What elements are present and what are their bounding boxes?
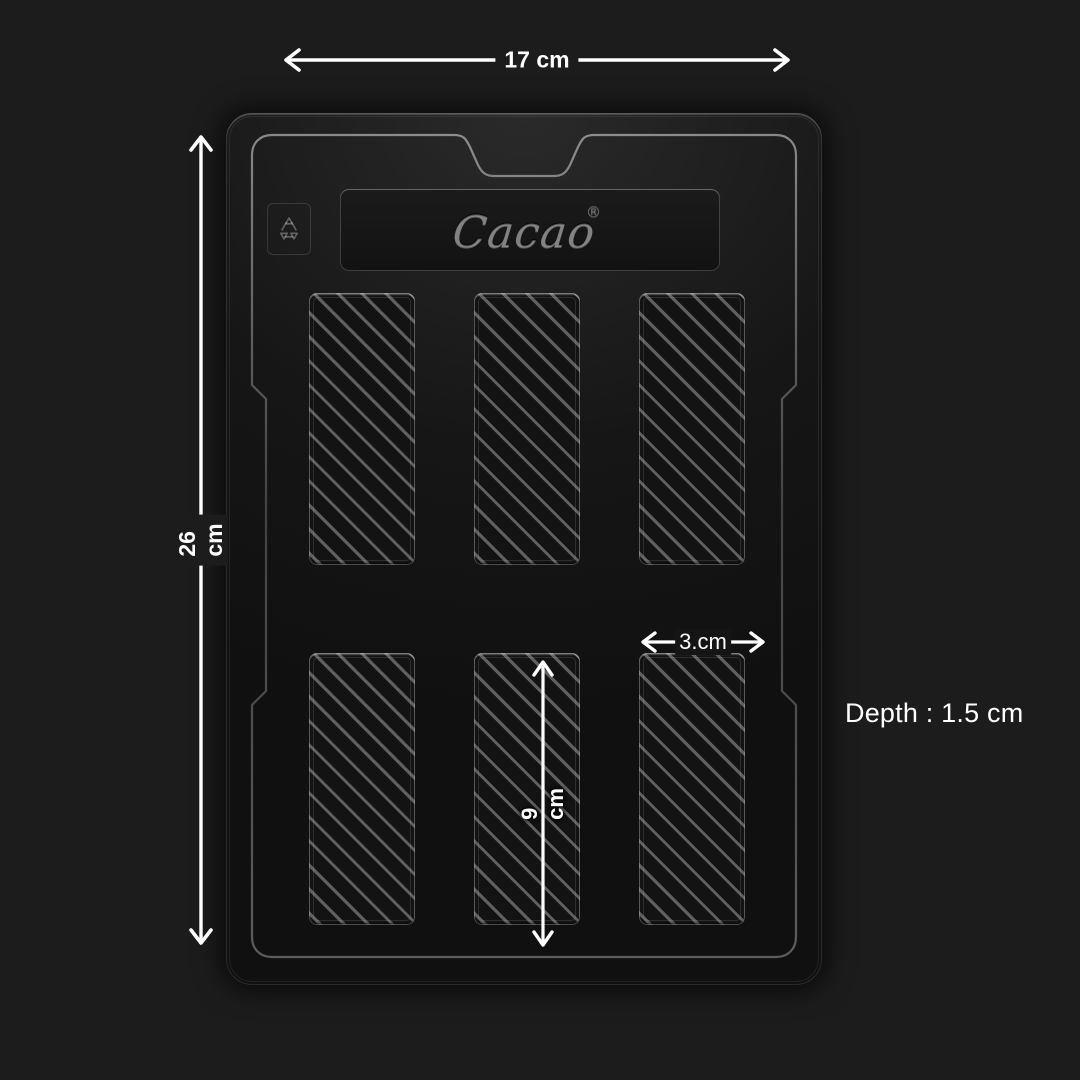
- mould-cavity: [309, 653, 415, 925]
- mould-cavity: [639, 293, 745, 565]
- height-dimension-annotation: 26 cm: [174, 128, 228, 952]
- mould-cavity: [474, 653, 580, 925]
- cavity-width-dimension-annotation: 3.cm: [637, 628, 769, 656]
- depth-label: Depth : 1.5 cm: [845, 698, 1024, 728]
- cavity-height-dimension-label: 9 cm: [517, 787, 568, 820]
- registered-trademark-icon: ®: [586, 203, 601, 221]
- mould-cavity: [639, 653, 745, 925]
- mould-cavity: [309, 293, 415, 565]
- cavity-width-dimension-label: 3.cm: [675, 629, 731, 655]
- mould-cavity: [474, 293, 580, 565]
- tray-inner-rim: [250, 133, 798, 959]
- recycling-symbol-icon: [267, 203, 311, 255]
- cavity-height-dimension-annotation: 9 cm: [517, 655, 568, 952]
- cavity-height-arrow-line: [532, 660, 554, 947]
- chocolate-mould-tray: Cacao ®: [226, 113, 822, 985]
- width-dimension-annotation: 17 cm: [277, 45, 797, 75]
- brand-name-text: Cacao: [450, 206, 598, 258]
- width-dimension-label: 17 cm: [495, 46, 579, 74]
- height-dimension-label: 26 cm: [174, 514, 228, 566]
- brand-logo-plate: Cacao ®: [340, 189, 720, 271]
